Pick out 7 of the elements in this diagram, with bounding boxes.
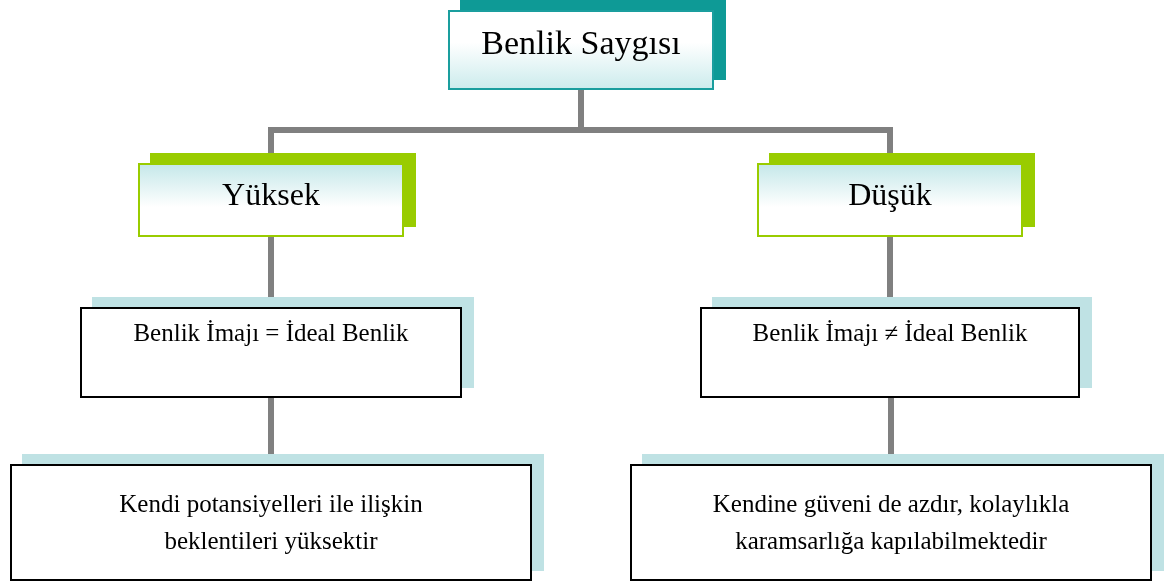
- box-label: Düşük: [848, 175, 932, 214]
- box-label: Benlik İmajı = İdeal Benlik: [133, 318, 409, 348]
- box-label: Benlik Saygısı: [481, 23, 681, 63]
- box-label: Yüksek: [222, 175, 320, 214]
- box-label: Kendine güveni de azdır, kolaylıkla karamsarlığa kapılabilmektedir: [711, 489, 1071, 556]
- box-label: Kendi potansiyelleri ile ilişkin beklentileri yüksektir: [118, 489, 424, 556]
- box-label: Benlik İmajı ≠ İdeal Benlik: [752, 318, 1028, 348]
